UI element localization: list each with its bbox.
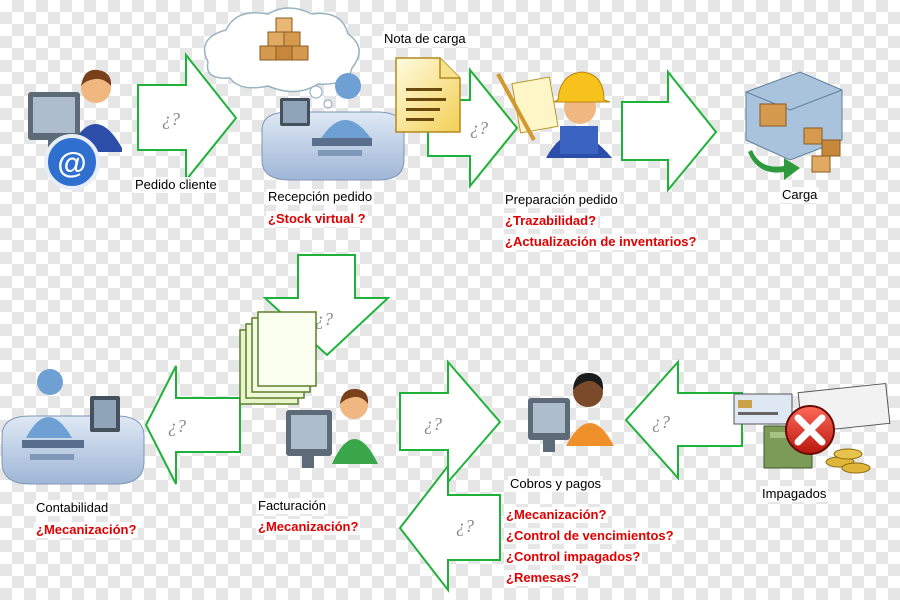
svg-text:@: @: [57, 147, 86, 180]
arrow-recepcion-to-preparacion: ¿?: [427, 67, 519, 189]
label-carga: Carga: [780, 187, 820, 203]
svg-text:¿?: ¿?: [168, 416, 186, 436]
question-remesas: ¿Remesas?: [504, 570, 581, 586]
label-pedido-cliente: Pedido cliente: [133, 177, 219, 193]
desk-operator-icon: [261, 73, 405, 181]
svg-text:¿?: ¿?: [652, 412, 670, 432]
svg-text:¿?: ¿?: [456, 516, 474, 536]
question-control-vencimientos: ¿Control de vencimientos?: [504, 528, 676, 544]
unpaid-checks-icon: [733, 382, 891, 474]
question-trazabilidad: ¿Trazabilidad?: [503, 213, 599, 229]
user-at-computer-icon: [528, 372, 614, 452]
label-impagados: Impagados: [760, 486, 829, 502]
label-facturacion: Facturación: [256, 498, 328, 514]
question-control-impagados: ¿Control impagados?: [504, 549, 643, 565]
document-icon: [395, 57, 461, 133]
warehouse-worker-icon: [496, 71, 612, 158]
svg-text:¿?: ¿?: [424, 414, 442, 434]
svg-text:¿?: ¿?: [162, 109, 180, 129]
question-mecanizacion-facturacion: ¿Mecanización?: [256, 519, 361, 535]
label-contabilidad: Contabilidad: [34, 500, 111, 516]
svg-text:¿?: ¿?: [315, 309, 333, 329]
arrow-cobros-to-facturacion: ¿?: [398, 463, 501, 593]
arrow-pedido-to-recepcion: ¿?: [137, 52, 238, 183]
user-at-computer-icon: [286, 388, 378, 468]
arrow-facturacion-to-contabilidad: ¿?: [144, 365, 241, 485]
question-mecanizacion-cobros: ¿Mecanización?: [504, 507, 609, 523]
svg-text:¿?: ¿?: [470, 118, 488, 138]
label-nota-de-carga: Nota de carga: [382, 31, 468, 47]
question-mecanizacion-contabilidad: ¿Mecanización?: [34, 522, 139, 538]
label-recepcion-pedido: Recepción pedido: [266, 189, 375, 205]
boxes-icon: [259, 17, 309, 61]
arrow-impagados-to-cobros: ¿?: [624, 359, 743, 481]
label-preparacion-pedido: Preparación pedido: [503, 192, 620, 208]
delivery-truck-icon: [745, 71, 843, 180]
label-cobros-y-pagos: Cobros y pagos: [508, 476, 604, 492]
arrow-down-to-facturacion: ¿?: [262, 254, 391, 357]
question-actualizacion-inventarios: ¿Actualización de inventarios?: [503, 234, 699, 250]
user-at-computer-email-icon: @: [28, 69, 122, 190]
invoice-stack-icon: [239, 311, 317, 405]
arrow-to-cobros: ¿?: [399, 359, 502, 485]
arrow-preparacion-to-carga: [621, 69, 718, 193]
question-stock-virtual: ¿Stock virtual ?: [266, 211, 368, 227]
accountant-desk-icon: [1, 369, 145, 485]
